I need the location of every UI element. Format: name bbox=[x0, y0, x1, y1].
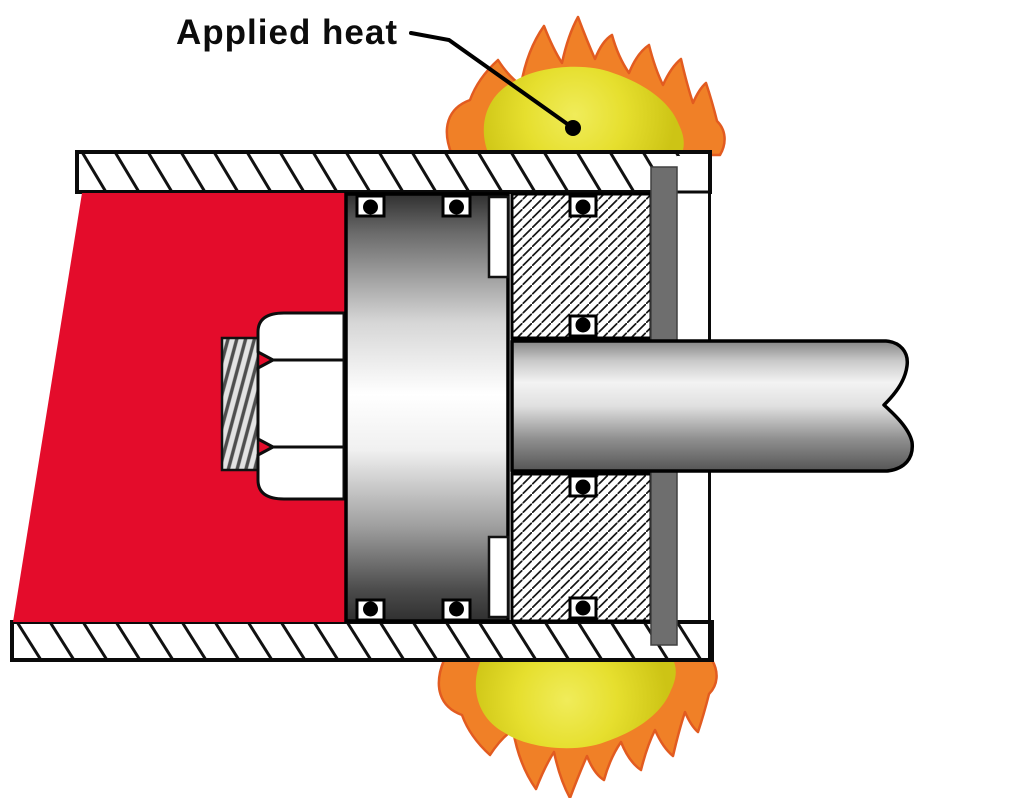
hydraulic-fluid bbox=[13, 193, 346, 622]
heat-point-dot bbox=[565, 120, 581, 136]
piston-o-rings bbox=[363, 199, 464, 617]
barrel-top-wall bbox=[75, 150, 712, 194]
leader-line bbox=[409, 31, 581, 136]
bottom-flame bbox=[437, 658, 718, 798]
applied-heat-label: Applied heat bbox=[176, 13, 399, 52]
top-flame bbox=[445, 15, 726, 157]
rod-gland-upper bbox=[510, 192, 653, 340]
piston-rod bbox=[510, 339, 914, 473]
gland-o-ring bbox=[575, 600, 591, 616]
barrel-bottom-wall bbox=[10, 620, 714, 662]
seal-retainer-bottom bbox=[487, 535, 510, 619]
piston-nut bbox=[256, 311, 346, 501]
gland-o-ring bbox=[575, 479, 591, 495]
gland-o-ring bbox=[575, 199, 591, 215]
rod-gland-lower bbox=[510, 472, 653, 623]
seal-retainer-top bbox=[487, 195, 510, 279]
piston bbox=[344, 192, 510, 623]
threaded-stud bbox=[220, 336, 260, 472]
gland-o-ring bbox=[575, 317, 591, 333]
